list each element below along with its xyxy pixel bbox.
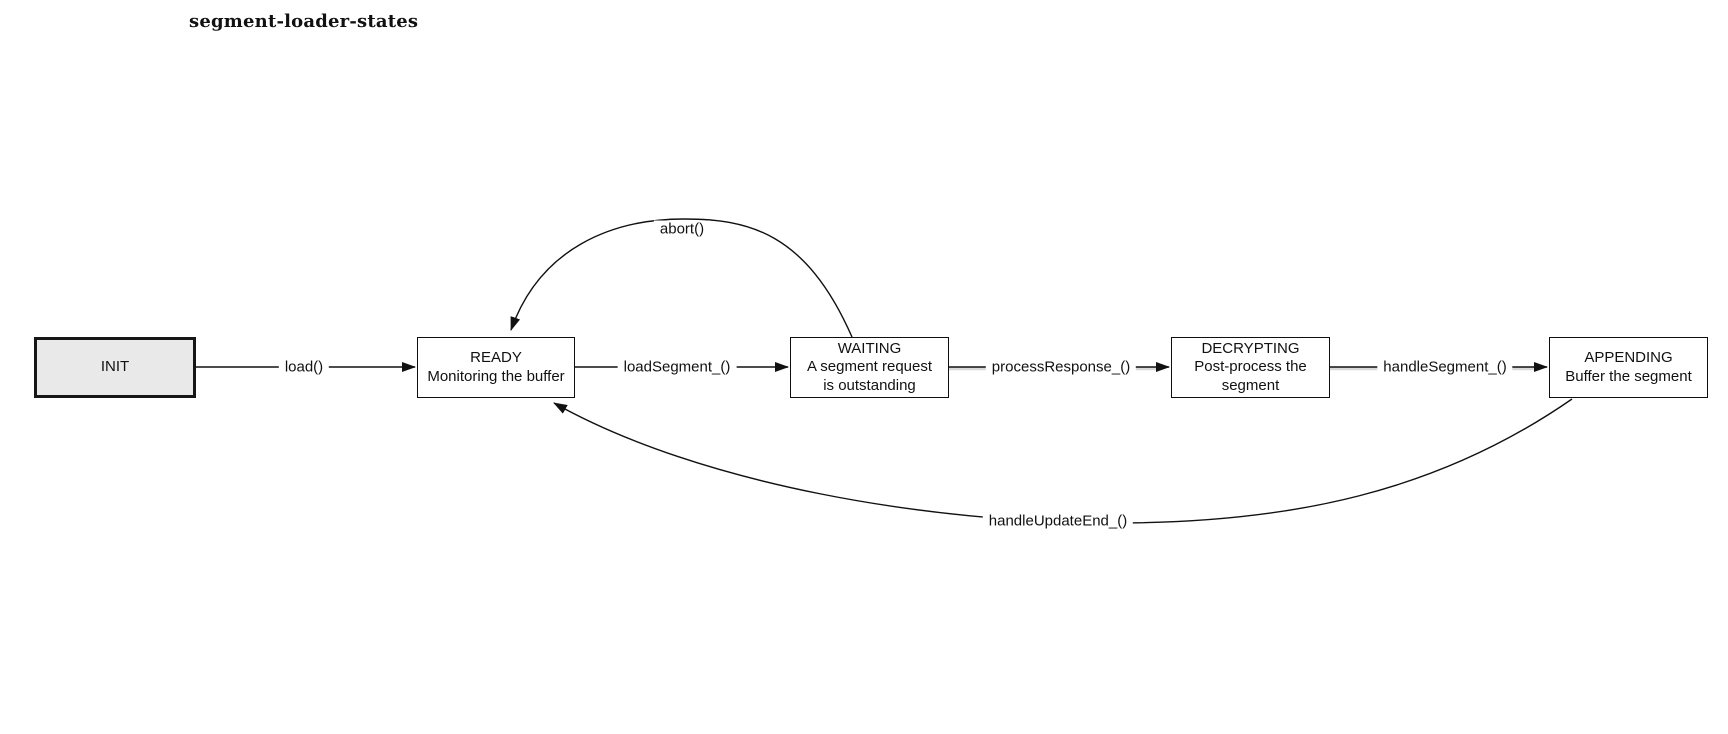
state-name: INIT <box>100 358 130 376</box>
state-name: READY <box>470 349 522 366</box>
transition-label-load: load() <box>278 358 330 376</box>
state-description: Monitoring the buffer <box>427 367 565 385</box>
diagram-title: segment-loader-states <box>189 11 419 32</box>
state-name: APPENDING <box>1584 349 1673 366</box>
state-init: INIT <box>34 337 196 398</box>
state-description: A segment request <box>806 358 933 376</box>
transition-label-process-response: processResponse_() <box>985 358 1137 376</box>
state-description: segment <box>1221 376 1280 394</box>
state-appending: APPENDING Buffer the segment <box>1549 337 1708 398</box>
state-description: Post-process the <box>1194 358 1307 376</box>
state-name: DECRYPTING <box>1201 339 1300 357</box>
state-waiting: WAITING A segment request is outstanding <box>790 337 949 398</box>
state-description: is outstanding <box>823 376 916 394</box>
state-name: WAITING <box>837 339 902 357</box>
transition-label-handle-segment: handleSegment_() <box>1377 358 1513 376</box>
transition-label-handle-update-end: handleUpdateEnd_() <box>982 512 1134 530</box>
state-description: Buffer the segment <box>1565 367 1692 385</box>
transition-arrow-abort <box>510 218 853 338</box>
transition-label-abort: abort() <box>653 220 711 238</box>
transition-arrow-handle-update-end <box>553 398 1573 524</box>
state-decrypting: DECRYPTING Post-process the segment <box>1171 337 1330 398</box>
state-ready: READY Monitoring the buffer <box>417 337 575 398</box>
transition-label-load-segment: loadSegment_() <box>617 358 737 376</box>
